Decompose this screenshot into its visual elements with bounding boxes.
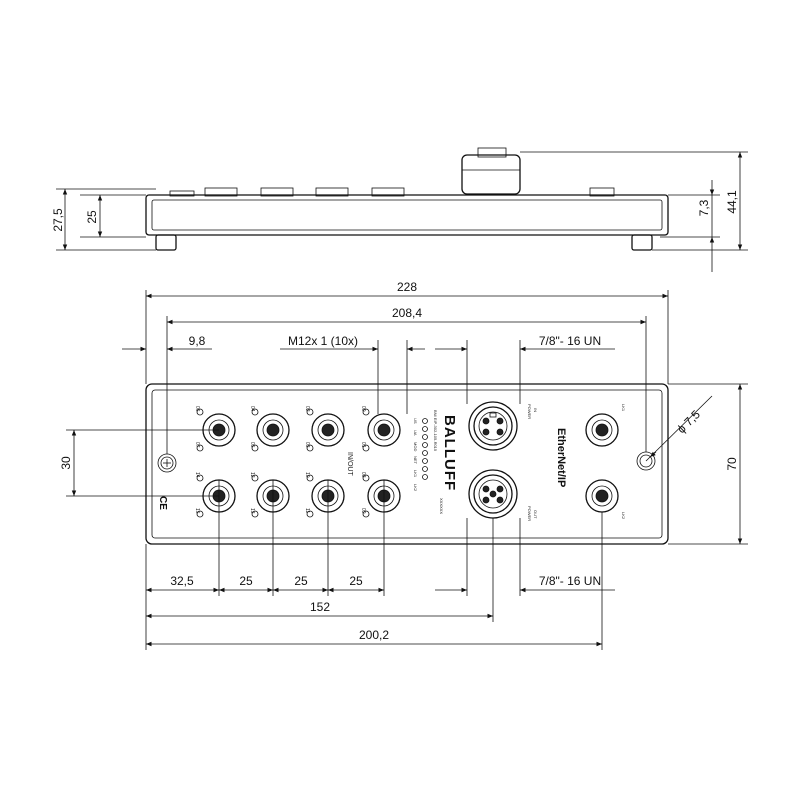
- dim-hole-diameter: ϕ 7,5: [674, 407, 703, 436]
- network-port-2-label: LK2: [621, 512, 626, 520]
- dim-overall-height: 70: [725, 457, 739, 471]
- side-port-6: [589, 187, 615, 197]
- top-view-dimensions: 228 208,4 9,8 M12x 1 (10x) 7/8"- 16 UN ϕ…: [59, 280, 748, 650]
- network-logo-text: EtherNet/IP: [555, 428, 567, 487]
- port-id-bottom-2: 12: [249, 472, 255, 478]
- brand-logo-text: BALLUFF: [441, 415, 458, 491]
- power-in-sub-label: IN: [533, 408, 538, 412]
- side-foot-right: [631, 234, 653, 251]
- dim-port-pitch-3: 25: [349, 574, 363, 588]
- side-port-3: [260, 187, 294, 197]
- dim-height-total-left: 27,5: [51, 208, 65, 232]
- status-led-label-4: NET: [413, 456, 418, 465]
- side-foot-left: [155, 234, 177, 251]
- dim-height-body: 25: [85, 210, 99, 224]
- dim-overall-width: 228: [397, 280, 417, 294]
- port-id-top-b-3: 03: [304, 442, 310, 448]
- dim-first-port: 32,5: [170, 574, 194, 588]
- power-connector-out: [468, 469, 518, 519]
- model-text: BNI EIP-302-105-R015: [433, 410, 438, 452]
- network-port-1: [585, 413, 619, 447]
- power-in-label: POWER: [527, 404, 532, 419]
- port-id-top-b-2: 05: [249, 442, 255, 448]
- top-view: 06 04 02 00 07 05 03 01 14 12 10 08 15 1…: [145, 383, 669, 545]
- power-out-label: POWER: [527, 506, 532, 521]
- port-id-bottom-4: 08: [360, 472, 366, 478]
- status-led-label-2: UA: [413, 430, 418, 436]
- dim-port-pitch-2: 25: [294, 574, 308, 588]
- port-id-bottom-b-1: 15: [194, 508, 200, 514]
- dim-height-total-right: 44,1: [725, 190, 739, 214]
- dim-hole-offset: 9,8: [189, 334, 206, 348]
- dim-hole-spacing: 208,4: [392, 306, 422, 320]
- dim-row-pitch: 30: [59, 456, 73, 470]
- dim-power-bottom: 7/8"- 16 UN: [539, 574, 601, 588]
- port-id-top-3: 02: [304, 406, 310, 412]
- port-id-top-b-1: 07: [194, 442, 200, 448]
- network-port-1-label: LK1: [621, 404, 626, 412]
- m12-port-top-3: [311, 413, 345, 447]
- power-out-sub-label: OUT: [533, 510, 538, 519]
- port-id-bottom-3: 10: [304, 472, 310, 478]
- port-id-top-2: 04: [249, 406, 255, 412]
- side-power-connector: [461, 154, 521, 195]
- mounting-hole-left: [157, 453, 177, 473]
- side-port-2: [204, 187, 238, 197]
- inout-label: IN/OUT: [346, 452, 353, 476]
- port-id-bottom-1: 14: [194, 472, 200, 478]
- port-id-top-b-4: 01: [360, 442, 366, 448]
- side-power-connector-cap: [477, 147, 507, 158]
- address-text: XXXXXX: [439, 498, 444, 514]
- side-view: 27,5 25 7,3 44,1: [51, 147, 748, 272]
- side-housing: [145, 194, 669, 236]
- status-led-label-1: US: [413, 418, 418, 424]
- dim-m12-label: M12x 1 (10x): [288, 334, 358, 348]
- port-leds: [196, 408, 370, 518]
- port-id-top-4: 00: [360, 406, 366, 412]
- side-port-1: [169, 190, 195, 197]
- side-port-5: [371, 187, 405, 197]
- status-led-label-5: LK1: [413, 470, 418, 478]
- dim-height-connector: 7,3: [697, 199, 711, 216]
- ce-mark: CE: [157, 496, 168, 510]
- m12-port-top-4: [367, 413, 401, 447]
- port-id-bottom-b-4: 09: [360, 508, 366, 514]
- dim-power-top: 7/8"- 16 UN: [539, 334, 601, 348]
- power-connector-in: [468, 401, 518, 451]
- status-led-label-3: MOD: [413, 442, 418, 451]
- m12-port-top-2: [256, 413, 290, 447]
- port-id-bottom-b-3: 11: [304, 508, 310, 513]
- port-id-bottom-b-2: 13: [249, 508, 255, 514]
- network-port-2: [585, 479, 619, 513]
- dim-io-position: 200,2: [359, 628, 389, 642]
- status-led-label-6: LK2: [413, 484, 418, 492]
- dim-port-pitch-1: 25: [239, 574, 253, 588]
- port-id-top-1: 06: [194, 406, 200, 412]
- side-port-4: [315, 187, 349, 197]
- dim-power-position: 152: [310, 600, 330, 614]
- status-led-column: [422, 418, 428, 480]
